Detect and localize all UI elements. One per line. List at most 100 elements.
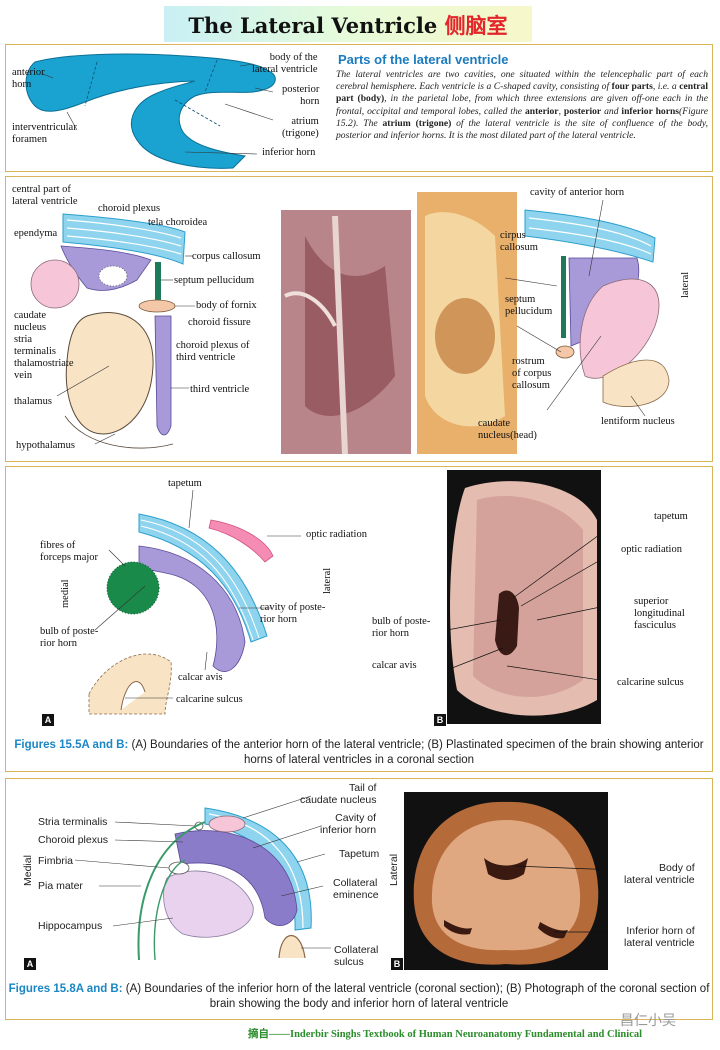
label-hypothalamus: hypothalamus (16, 440, 75, 451)
label-lateral-coronal: lateral (680, 271, 691, 298)
label-superior-longitudinal: superior longitudinal fasciculus (634, 596, 685, 631)
body-ventricle-photo (484, 858, 528, 880)
desc-text-3: , in the parietal lobe, from which three… (336, 93, 708, 117)
label-interventricular-foramen: interventricular foramen (12, 122, 77, 145)
label-caudate-head: caudate nucleus(head) (478, 418, 537, 441)
label-choroid-plexus: choroid plexus (98, 203, 161, 214)
label-lateral-a: lateral (322, 567, 333, 594)
label-choroid-plexus-b: Choroid plexus (38, 834, 109, 846)
calcarine-sulcus-shape (88, 653, 172, 715)
posterior-horn-photo (495, 590, 519, 656)
caption-15-8-label: Figures 15.8A and B: (8, 983, 123, 995)
plastinated-specimen-photo (447, 470, 601, 724)
label-stria-terminalis-b: Stria terminalis (38, 816, 108, 828)
thalamus (65, 312, 154, 435)
desc-text-6: (Figure 15.2). The (336, 105, 708, 129)
tail-caudate (208, 815, 246, 833)
label-caudate-nucleus: caudate nucleus (14, 310, 47, 333)
posterior-horn-diagram (88, 489, 301, 715)
label-thalamostriate-vein: thalamostriate vein (14, 358, 74, 381)
label-body-lateral-ventricle: body of the lateral ventricle (252, 52, 318, 75)
choroid-plexus (98, 265, 128, 287)
label-inferior-horn-b: Inferior horn of lateral ventricle (624, 925, 695, 949)
desc-bold-4: posterior (563, 105, 602, 117)
label-optic-radiation-b: optic radiation (621, 544, 682, 555)
caption-15-8-text: (A) Boundaries of the inferior horn of t… (122, 983, 710, 1010)
desc-text-1: The lateral ventricles are two cavities,… (336, 69, 708, 93)
label-bulb-posterior-horn: bulb of poste- rior horn (40, 626, 99, 649)
label-inferior-horn: inferior horn (262, 147, 316, 158)
parts-description: The lateral ventricles are two cavities,… (336, 69, 708, 142)
desc-bold-1: four parts (611, 81, 653, 93)
label-fibres-forceps: fibres of forceps major (40, 540, 99, 563)
desc-bold-3: anterior (524, 105, 559, 117)
body-of-fornix (138, 299, 176, 313)
tapetum (138, 513, 268, 643)
septum-pellucidum-2 (561, 256, 566, 338)
label-calcarine-sulcus-a: calcarine sulcus (176, 694, 243, 705)
parts-heading: Parts of the lateral ventricle (338, 52, 509, 67)
label-medial-a: medial (60, 579, 71, 608)
label-tapetum-b: tapetum (654, 511, 688, 522)
desc-bold-5: inferior horns (621, 105, 680, 117)
label-cavity-inferior-horn: Cavity of inferior horn (320, 812, 377, 836)
caption-15-5-text: (A) Boundaries of the anterior horn of t… (128, 739, 704, 766)
desc-bold-2: central part (body) (336, 81, 708, 105)
label-rostrum: rostrum of corpus callosum (512, 356, 552, 391)
label-corpus-callosum: corpus callosum (192, 251, 261, 262)
tag-a-15-5: A (42, 714, 54, 726)
coronal-brain-photo (404, 792, 608, 970)
inferior-horn-diagram (74, 795, 331, 961)
desc-bold-6: atrium (trigone) (382, 117, 452, 129)
ventricle-shape (25, 53, 276, 169)
label-collateral-sulcus: Collateral sulcus (334, 944, 379, 968)
caption-15-8: Figures 15.8A and B: (A) Boundaries of t… (6, 982, 712, 1012)
desc-text-2: , i.e. a (652, 81, 680, 93)
septum-pellucidum (155, 262, 161, 302)
desc-text-4: , (558, 105, 564, 117)
label-choroid-plexus-third: choroid plexus of third ventricle (176, 340, 250, 363)
label-third-ventricle: third ventricle (190, 384, 250, 395)
caption-15-5: Figures 15.5A and B: (A) Boundaries of t… (8, 738, 710, 768)
caudate-nucleus (30, 259, 80, 309)
label-optic-radiation-a: optic radiation (306, 529, 367, 540)
label-calcarine-sulcus-b: calcarine sulcus (617, 677, 684, 688)
label-calcar-avis-b: calcar avis (372, 660, 417, 671)
footer-source: 摘自——Inderbir Singhs Textbook of Human Ne… (248, 1029, 643, 1040)
label-stria-terminalis: stria terminalis (14, 334, 56, 357)
label-posterior-horn: posterior horn (282, 84, 320, 107)
rostrum (555, 345, 575, 359)
tag-b-15-8: B (391, 958, 403, 970)
label-bulb-posterior-horn-b: bulb of poste- rior horn (372, 616, 431, 639)
third-ventricle (154, 315, 172, 436)
label-tail-caudate: Tail of caudate nucleus (300, 782, 377, 806)
inferior-horn-photo (538, 922, 568, 939)
label-body-of-fornix: body of fornix (196, 300, 257, 311)
lentiform-nucleus (602, 359, 670, 407)
corpus-callosum (62, 213, 186, 265)
corpus-callosum-2 (524, 209, 656, 263)
hippocampus (163, 870, 254, 938)
title-cn: 侧脑室 (444, 13, 508, 38)
inferior-horn-cavity (174, 830, 298, 926)
label-atrium: atrium (trigone) (282, 116, 319, 139)
label-septum-pellucidum: septum pellucidum (174, 275, 255, 286)
label-fimbria: Fimbria (38, 855, 74, 867)
label-medial-15-8: Medial (22, 855, 34, 886)
label-lateral-15-8: Lateral (388, 853, 400, 886)
label-choroid-fissure: choroid fissure (188, 317, 251, 328)
label-anterior-horn: anterior horn (12, 67, 45, 90)
page-title: The Lateral Ventricle 侧脑室 (164, 10, 532, 40)
label-body-lateral-ventricle-b: Body of lateral ventricle (624, 862, 695, 886)
tag-a-15-8: A (24, 958, 36, 970)
desc-text-5: and (601, 105, 622, 117)
label-hippocampus: Hippocampus (38, 920, 103, 932)
label-collateral-eminence: Collateral eminence (333, 877, 379, 901)
tag-b-15-5: B (434, 714, 446, 726)
optic-radiation (208, 519, 274, 563)
lateral-ventricle-illustration (25, 53, 276, 169)
title-banner: The Lateral Ventricle 侧脑室 (164, 6, 532, 42)
watermark: 昌仁小吴 (620, 1013, 676, 1029)
desc-text-7: of the lateral ventricle is the site of … (336, 117, 708, 142)
label-thalamus: thalamus (14, 396, 52, 407)
